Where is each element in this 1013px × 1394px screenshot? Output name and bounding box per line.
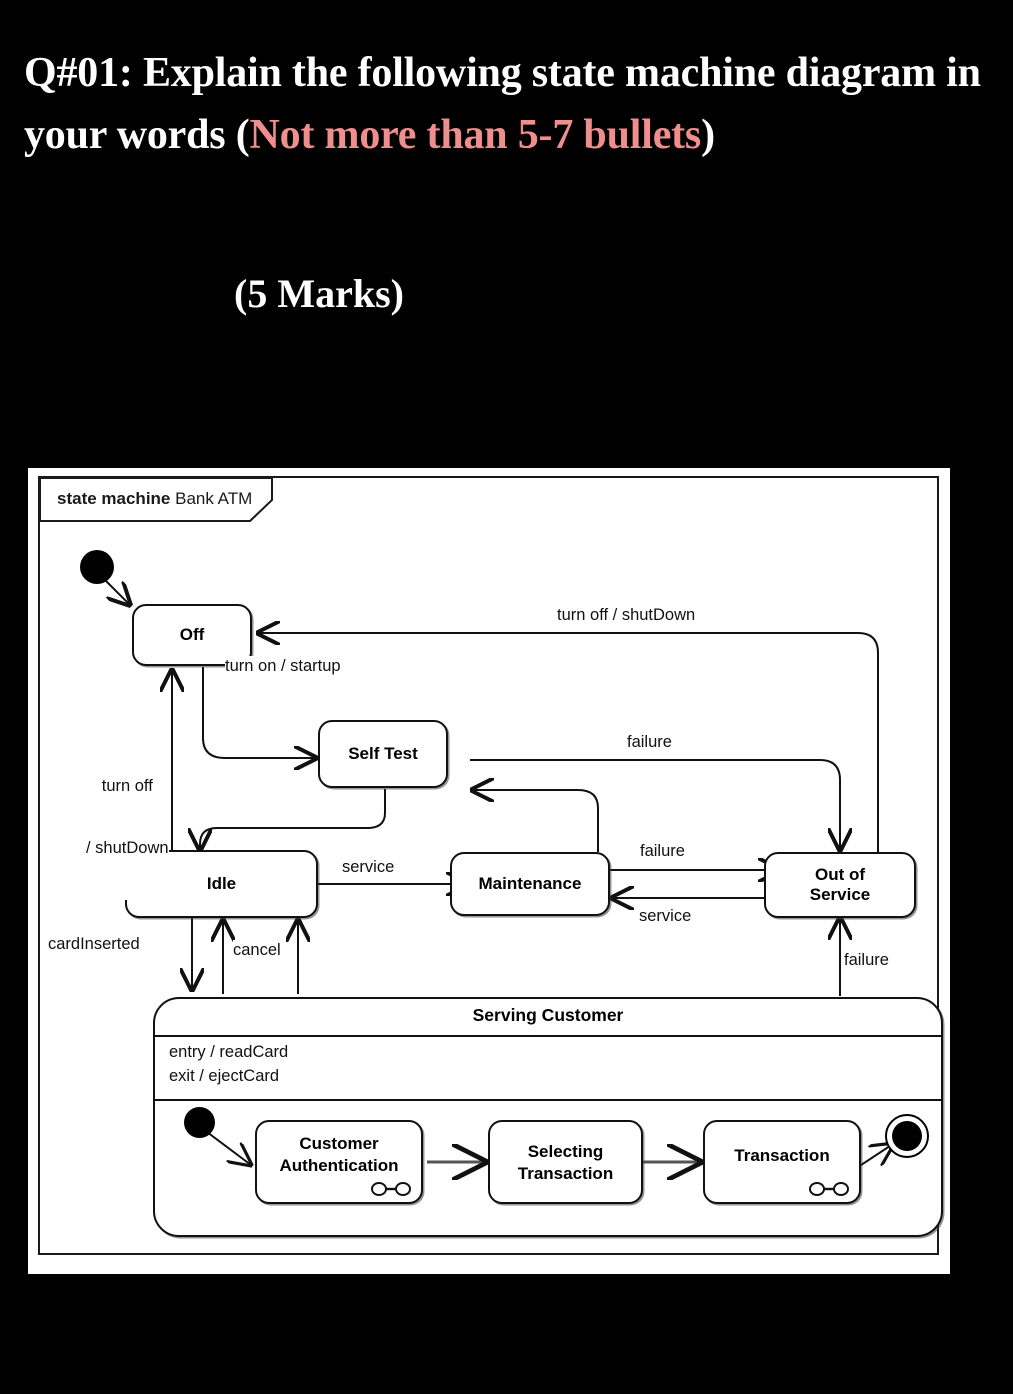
serving-customer-divider-bottom bbox=[155, 1099, 941, 1101]
state-machine-diagram: state machine Bank ATM bbox=[28, 468, 950, 1274]
exit-action-label: exit / ejectCard bbox=[169, 1066, 280, 1085]
label-failure-serving: failure bbox=[844, 950, 889, 971]
label-failure-maintenance: failure bbox=[640, 841, 685, 862]
label-turn-off-shutdown-top: turn off / shutDown bbox=[557, 605, 696, 626]
serving-customer-internal-actions: entry / readCard exit / ejectCard bbox=[169, 1041, 288, 1089]
composite-decomposition-icon bbox=[809, 1182, 849, 1196]
label-service-oos-maintenance: service bbox=[639, 906, 692, 927]
substate-transaction[interactable]: Transaction bbox=[703, 1120, 861, 1204]
label-cancel: cancel bbox=[233, 940, 281, 961]
state-serving-customer[interactable]: Serving Customer entry / readCard exit /… bbox=[153, 997, 943, 1237]
state-self-test-label: Self Test bbox=[348, 744, 418, 764]
label-failure-self-test: failure bbox=[627, 732, 672, 753]
state-off-label: Off bbox=[179, 625, 205, 645]
label-service-idle-maintenance: service bbox=[342, 857, 395, 878]
initial-pseudostate bbox=[80, 550, 114, 584]
label-turn-off-shutdown-left-line2: / shutDown bbox=[86, 839, 169, 858]
state-out-of-service-label-line2: Service bbox=[809, 885, 871, 904]
label-turn-off-shutdown-left: turn off / shutDown bbox=[86, 735, 169, 900]
label-turn-off-shutdown-left-line1: turn off bbox=[101, 777, 153, 796]
substate-customer-authentication[interactable]: Customer Authentication bbox=[255, 1120, 423, 1204]
serving-customer-divider-top bbox=[155, 1035, 941, 1037]
state-out-of-service-label-line1: Out of bbox=[814, 865, 866, 885]
label-card-inserted: cardInserted bbox=[48, 934, 140, 955]
state-maintenance-label: Maintenance bbox=[478, 874, 582, 894]
serving-customer-final-state bbox=[885, 1114, 929, 1158]
substate-customer-authentication-label-line2: Authentication bbox=[279, 1156, 399, 1175]
question-suffix: ) bbox=[701, 112, 715, 159]
substate-transaction-label-line1: Transaction bbox=[734, 1146, 830, 1165]
state-serving-customer-title: Serving Customer bbox=[472, 1005, 624, 1025]
state-self-test[interactable]: Self Test bbox=[318, 720, 448, 788]
label-turn-on-startup: turn on / startup bbox=[225, 656, 341, 677]
page-title: Q#01: Explain the following state machin… bbox=[24, 42, 984, 166]
state-out-of-service[interactable]: Out of Service bbox=[764, 852, 916, 918]
diagram-frame: state machine Bank ATM bbox=[38, 476, 943, 1255]
question-block: Q#01: Explain the following state machin… bbox=[24, 42, 984, 316]
marks-label: (5 Marks) bbox=[234, 271, 404, 316]
frame-name-tab: state machine Bank ATM bbox=[40, 478, 308, 522]
frame-kind-label: state machine bbox=[57, 489, 171, 508]
question-prefix: Q#01: Explain the following state machin… bbox=[24, 50, 981, 159]
frame-name-label: state machine Bank ATM bbox=[57, 489, 252, 509]
state-idle-label: Idle bbox=[206, 874, 237, 894]
frame-machine-name: Bank ATM bbox=[175, 489, 253, 508]
question-hint: Not more than 5-7 bullets bbox=[249, 112, 702, 159]
state-maintenance[interactable]: Maintenance bbox=[450, 852, 610, 916]
entry-action-label: entry / readCard bbox=[169, 1043, 289, 1061]
serving-customer-initial-pseudostate bbox=[184, 1107, 215, 1138]
substate-customer-authentication-label-line1: Customer bbox=[299, 1134, 379, 1153]
state-off[interactable]: Off bbox=[132, 604, 252, 666]
substate-selecting-transaction-label-line1: Selecting bbox=[527, 1142, 604, 1161]
composite-decomposition-icon bbox=[371, 1182, 411, 1196]
substate-selecting-transaction[interactable]: Selecting Transaction bbox=[488, 1120, 643, 1204]
substate-selecting-transaction-label-line2: Transaction bbox=[517, 1164, 614, 1183]
